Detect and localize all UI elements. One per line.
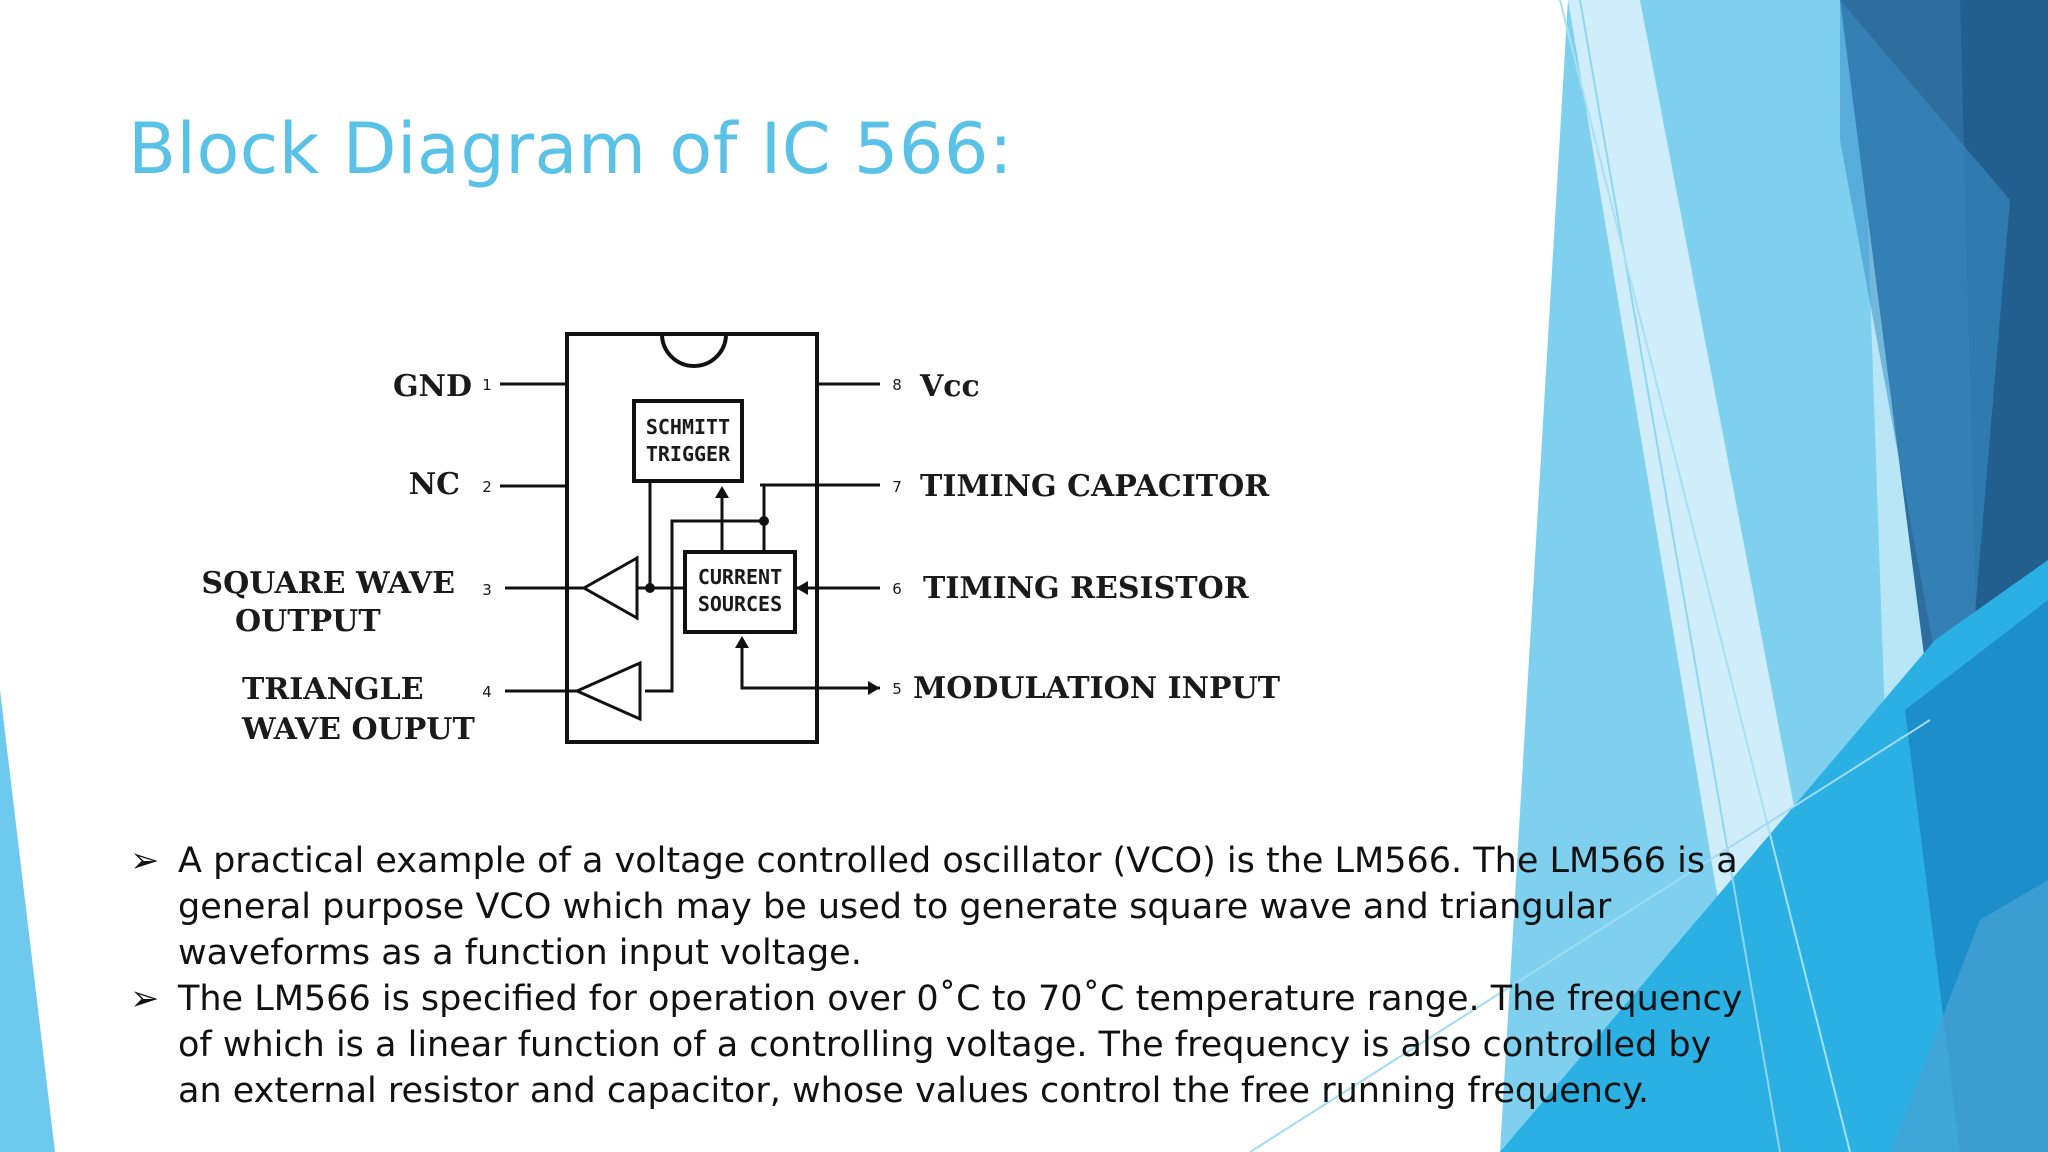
bullet-line: general purpose VCO which may be used to… [178, 887, 1612, 927]
ic566-block-diagram: SCHMITT TRIGGER CURRENT SOURCES GND NC S… [201, 332, 1281, 747]
pin4-label-line1: TRIANGLE [242, 672, 424, 707]
pin4-label-line2: WAVE OUPUT [241, 712, 475, 747]
triangle-wave-buffer-triangle [573, 660, 642, 722]
pin5-number: 5 [892, 680, 902, 698]
pin3-label-line2: OUTPUT [235, 604, 381, 639]
pin5-label: MODULATION INPUT [913, 671, 1281, 706]
bg-line-3 [1249, 719, 1931, 1152]
ic-notch [660, 333, 728, 368]
current-label-line2: SOURCES [698, 592, 782, 616]
arrow-right-icon [868, 681, 880, 695]
bullet-line: waveforms as a function input voltage. [178, 933, 862, 973]
schmitt-label-line1: SCHMITT [646, 415, 730, 439]
arrow-up-icon [715, 486, 729, 498]
arrow-left-icon [796, 581, 808, 595]
bullet-line: The LM566 is specified for operation ove… [178, 979, 1743, 1019]
pin8-label: Vcc [919, 369, 980, 404]
arrow-bullet-icon: ➢ [130, 979, 160, 1019]
arrow-up-icon [735, 636, 749, 648]
pin3-number: 3 [482, 581, 492, 599]
pin6-label: TIMING RESISTOR [923, 571, 1250, 606]
pin5-lead [740, 643, 880, 690]
junction-dot [645, 583, 655, 593]
schmitt-trigger-box [632, 399, 744, 483]
pin2-label: NC [409, 467, 460, 502]
square-wave-buffer-triangle [580, 555, 639, 621]
pin1-number: 1 [482, 376, 492, 394]
pin4-number: 4 [482, 683, 492, 701]
bg-line-2 [1559, 0, 1851, 1152]
ic-package-outline [565, 332, 819, 744]
capacitor-to-triangle-wire [645, 519, 764, 693]
bullet-line: A practical example of a voltage control… [178, 841, 1738, 881]
slide-title: Block Diagram of IC 566: [128, 108, 1014, 190]
bullet-item: ➢ A practical example of a voltage contr… [130, 838, 1740, 976]
bg-line-1 [1579, 0, 1781, 1152]
bullet-item: ➢ The LM566 is specified for operation o… [130, 976, 1743, 1114]
pin8-number: 8 [892, 376, 902, 394]
bg-shape-left [0, 690, 55, 1152]
pin3-label-line1: SQUARE WAVE [201, 566, 455, 601]
arrow-bullet-icon: ➢ [130, 841, 160, 881]
pin7-label: TIMING CAPACITOR [920, 469, 1270, 504]
pin7-number: 7 [892, 478, 902, 496]
current-label-line1: CURRENT [698, 565, 782, 589]
pin1-label: GND [393, 369, 472, 404]
pin6-number: 6 [892, 580, 902, 598]
schmitt-output-wire [637, 481, 652, 590]
bullet-list: ➢ A practical example of a voltage contr… [130, 838, 1743, 1114]
bullet-line: an external resistor and capacitor, whos… [178, 1071, 1650, 1111]
pin2-number: 2 [482, 478, 492, 496]
schmitt-label-line2: TRIGGER [646, 442, 731, 466]
bullet-line: of which is a linear function of a contr… [178, 1025, 1712, 1065]
junction-dot [759, 516, 769, 526]
current-sources-box [683, 550, 797, 634]
bg-shape-midblue [1840, 0, 2010, 790]
bg-shape-corner [1890, 880, 2048, 1152]
